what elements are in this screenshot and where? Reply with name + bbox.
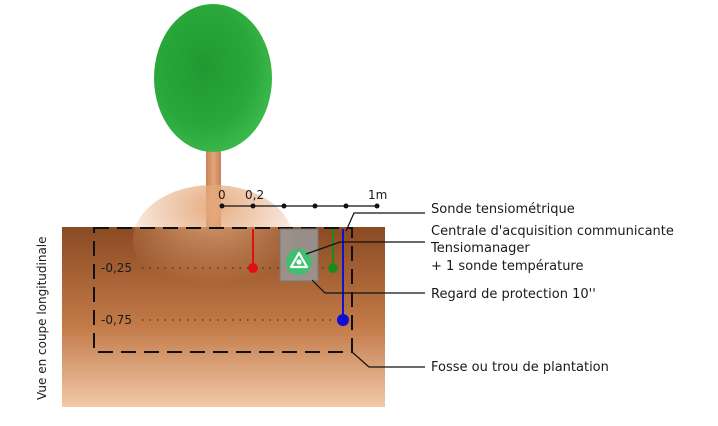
tensiomanager-logo-icon — [286, 249, 312, 275]
label-fosse-plantation: Fosse ou trou de plantation — [431, 360, 609, 375]
leader-centrale — [305, 241, 425, 255]
scale-label-start: 0 — [218, 188, 226, 202]
depth-label-shallow: -0,25 — [101, 261, 132, 275]
tree-foliage — [154, 4, 272, 152]
probe-green — [328, 229, 338, 273]
label-centrale-line2: Tensiomanager — [430, 241, 530, 256]
scale-bar — [219, 203, 380, 209]
probe-blue — [337, 229, 349, 326]
depth-label-deep: -0,75 — [101, 313, 132, 327]
label-centrale-line3: + 1 sonde température — [431, 259, 584, 274]
label-regard-protection: Regard de protection 10'' — [431, 287, 596, 302]
planting-pit-outline — [93, 227, 353, 353]
scale-label-end: 1m — [368, 188, 387, 202]
label-sonde-tensiometrique: Sonde tensiométrique — [431, 202, 575, 217]
leader-regard — [311, 279, 425, 294]
side-title: Vue en coupe longitudinale — [35, 236, 49, 400]
leader-fosse — [351, 351, 425, 368]
soil-mound — [133, 185, 293, 295]
leader-sonde — [345, 212, 425, 232]
probe-red — [248, 229, 258, 273]
scale-label-mid: 0,2 — [245, 188, 264, 202]
label-centrale-line1: Centrale d'acquisition communicante — [431, 224, 674, 239]
